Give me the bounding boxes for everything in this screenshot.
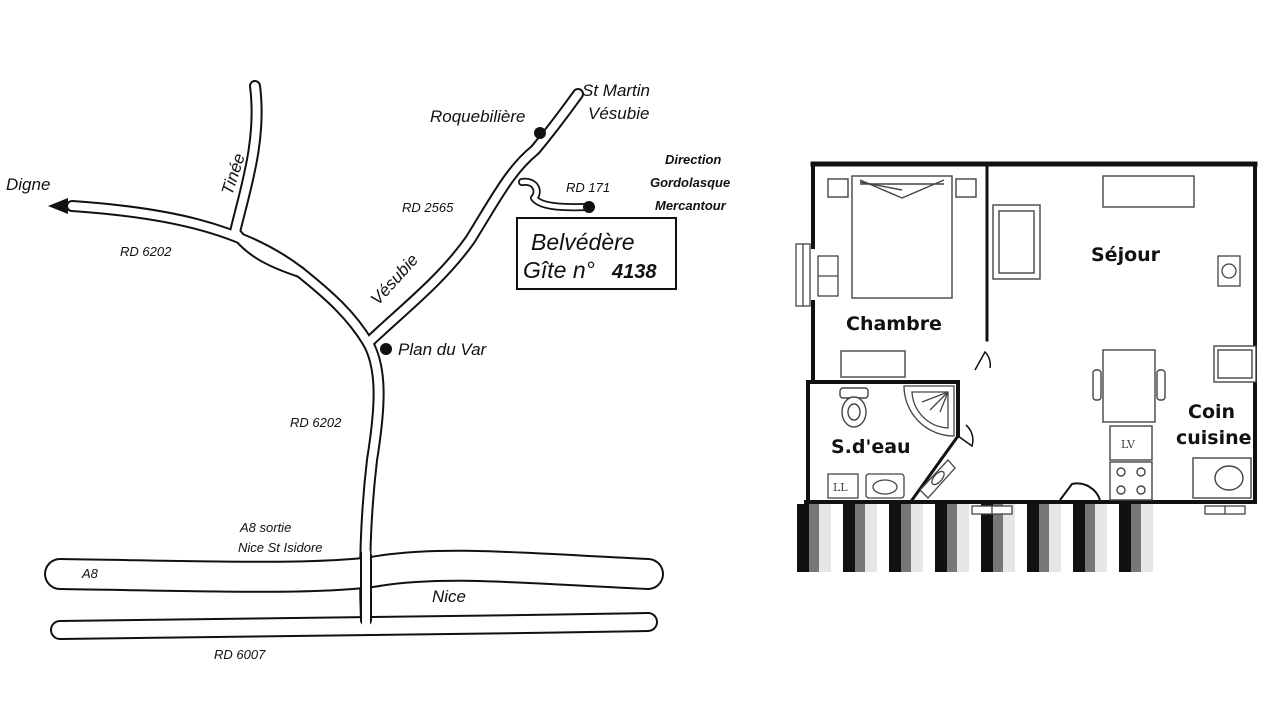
cooktop-icon [1109, 461, 1153, 501]
washing-machine-label: LL [833, 481, 848, 494]
destination-line2-prefix: Gîte n° [523, 257, 595, 283]
direction-line2: Gordolasque [650, 175, 730, 190]
dresser-icon [840, 350, 906, 378]
room-sejour: Séjour [1091, 244, 1161, 266]
road-label-rd6007: RD 6007 [214, 647, 266, 662]
sink-icon [1192, 457, 1252, 499]
double-bed-icon [827, 175, 977, 299]
destination-box: Belvédère Gîte n° 4138 [516, 217, 677, 290]
bathtub-corner-icon [919, 459, 956, 499]
road-rd6202-west [66, 200, 374, 349]
exit-line2: Nice St Isidore [238, 540, 323, 555]
arrow-digne-icon [48, 198, 68, 214]
dishwasher: LV [1109, 425, 1153, 461]
sofa-icon [992, 204, 1041, 280]
cabinet-icon [1213, 345, 1257, 383]
roads [44, 80, 664, 640]
room-coin-line2: cuisine [1176, 427, 1252, 449]
plan-du-var-dot-icon [380, 343, 392, 355]
room-sdeau: S.d'eau [831, 436, 911, 458]
direction-line3: Mercantour [655, 198, 727, 213]
terrace [797, 504, 1153, 572]
place-digne: Digne [6, 175, 50, 194]
terrace-windows [971, 505, 1246, 515]
destination-line1: Belvédère [531, 229, 635, 255]
road-label-rd6202-south: RD 6202 [290, 415, 342, 430]
bedroom-window [795, 243, 839, 307]
roquebiliere-dot-icon [534, 127, 546, 139]
floor-plan: LV [795, 161, 1258, 572]
washbasin-icon [865, 473, 905, 499]
entrance-door [1059, 482, 1101, 501]
road-label-rd2565: RD 2565 [402, 200, 454, 215]
sideboard-icon [1102, 175, 1195, 208]
lamp-icon [1217, 255, 1241, 287]
shower-icon [903, 385, 955, 437]
bedroom-door [974, 350, 992, 371]
road-label-a8: A8 [81, 566, 99, 581]
direction-line1: Direction [665, 152, 721, 167]
place-roquebiliere: Roquebilière [430, 107, 525, 126]
place-nice: Nice [432, 587, 466, 606]
road-map: Digne St Martin Vésubie Roquebilière Pla… [6, 80, 730, 662]
belvedere-dot-icon [583, 201, 595, 213]
road-label-rd6202-west: RD 6202 [120, 244, 172, 259]
place-plan-du-var: Plan du Var [398, 340, 488, 359]
exit-line1: A8 sortie [239, 520, 291, 535]
dining-table-icon [1092, 349, 1166, 423]
room-coin-line1: Coin [1188, 401, 1235, 423]
bathroom-door [957, 424, 974, 448]
place-st-martin-line1: St Martin [582, 81, 650, 100]
dishwasher-label: LV [1121, 438, 1136, 451]
place-st-martin-line2: Vésubie [588, 104, 649, 123]
walls [804, 161, 1258, 504]
road-label-rd171: RD 171 [566, 180, 610, 195]
destination-number: 4138 [611, 261, 657, 283]
washing-machine: LL [827, 473, 859, 499]
room-chambre: Chambre [846, 313, 942, 335]
toilet-icon [839, 387, 869, 428]
